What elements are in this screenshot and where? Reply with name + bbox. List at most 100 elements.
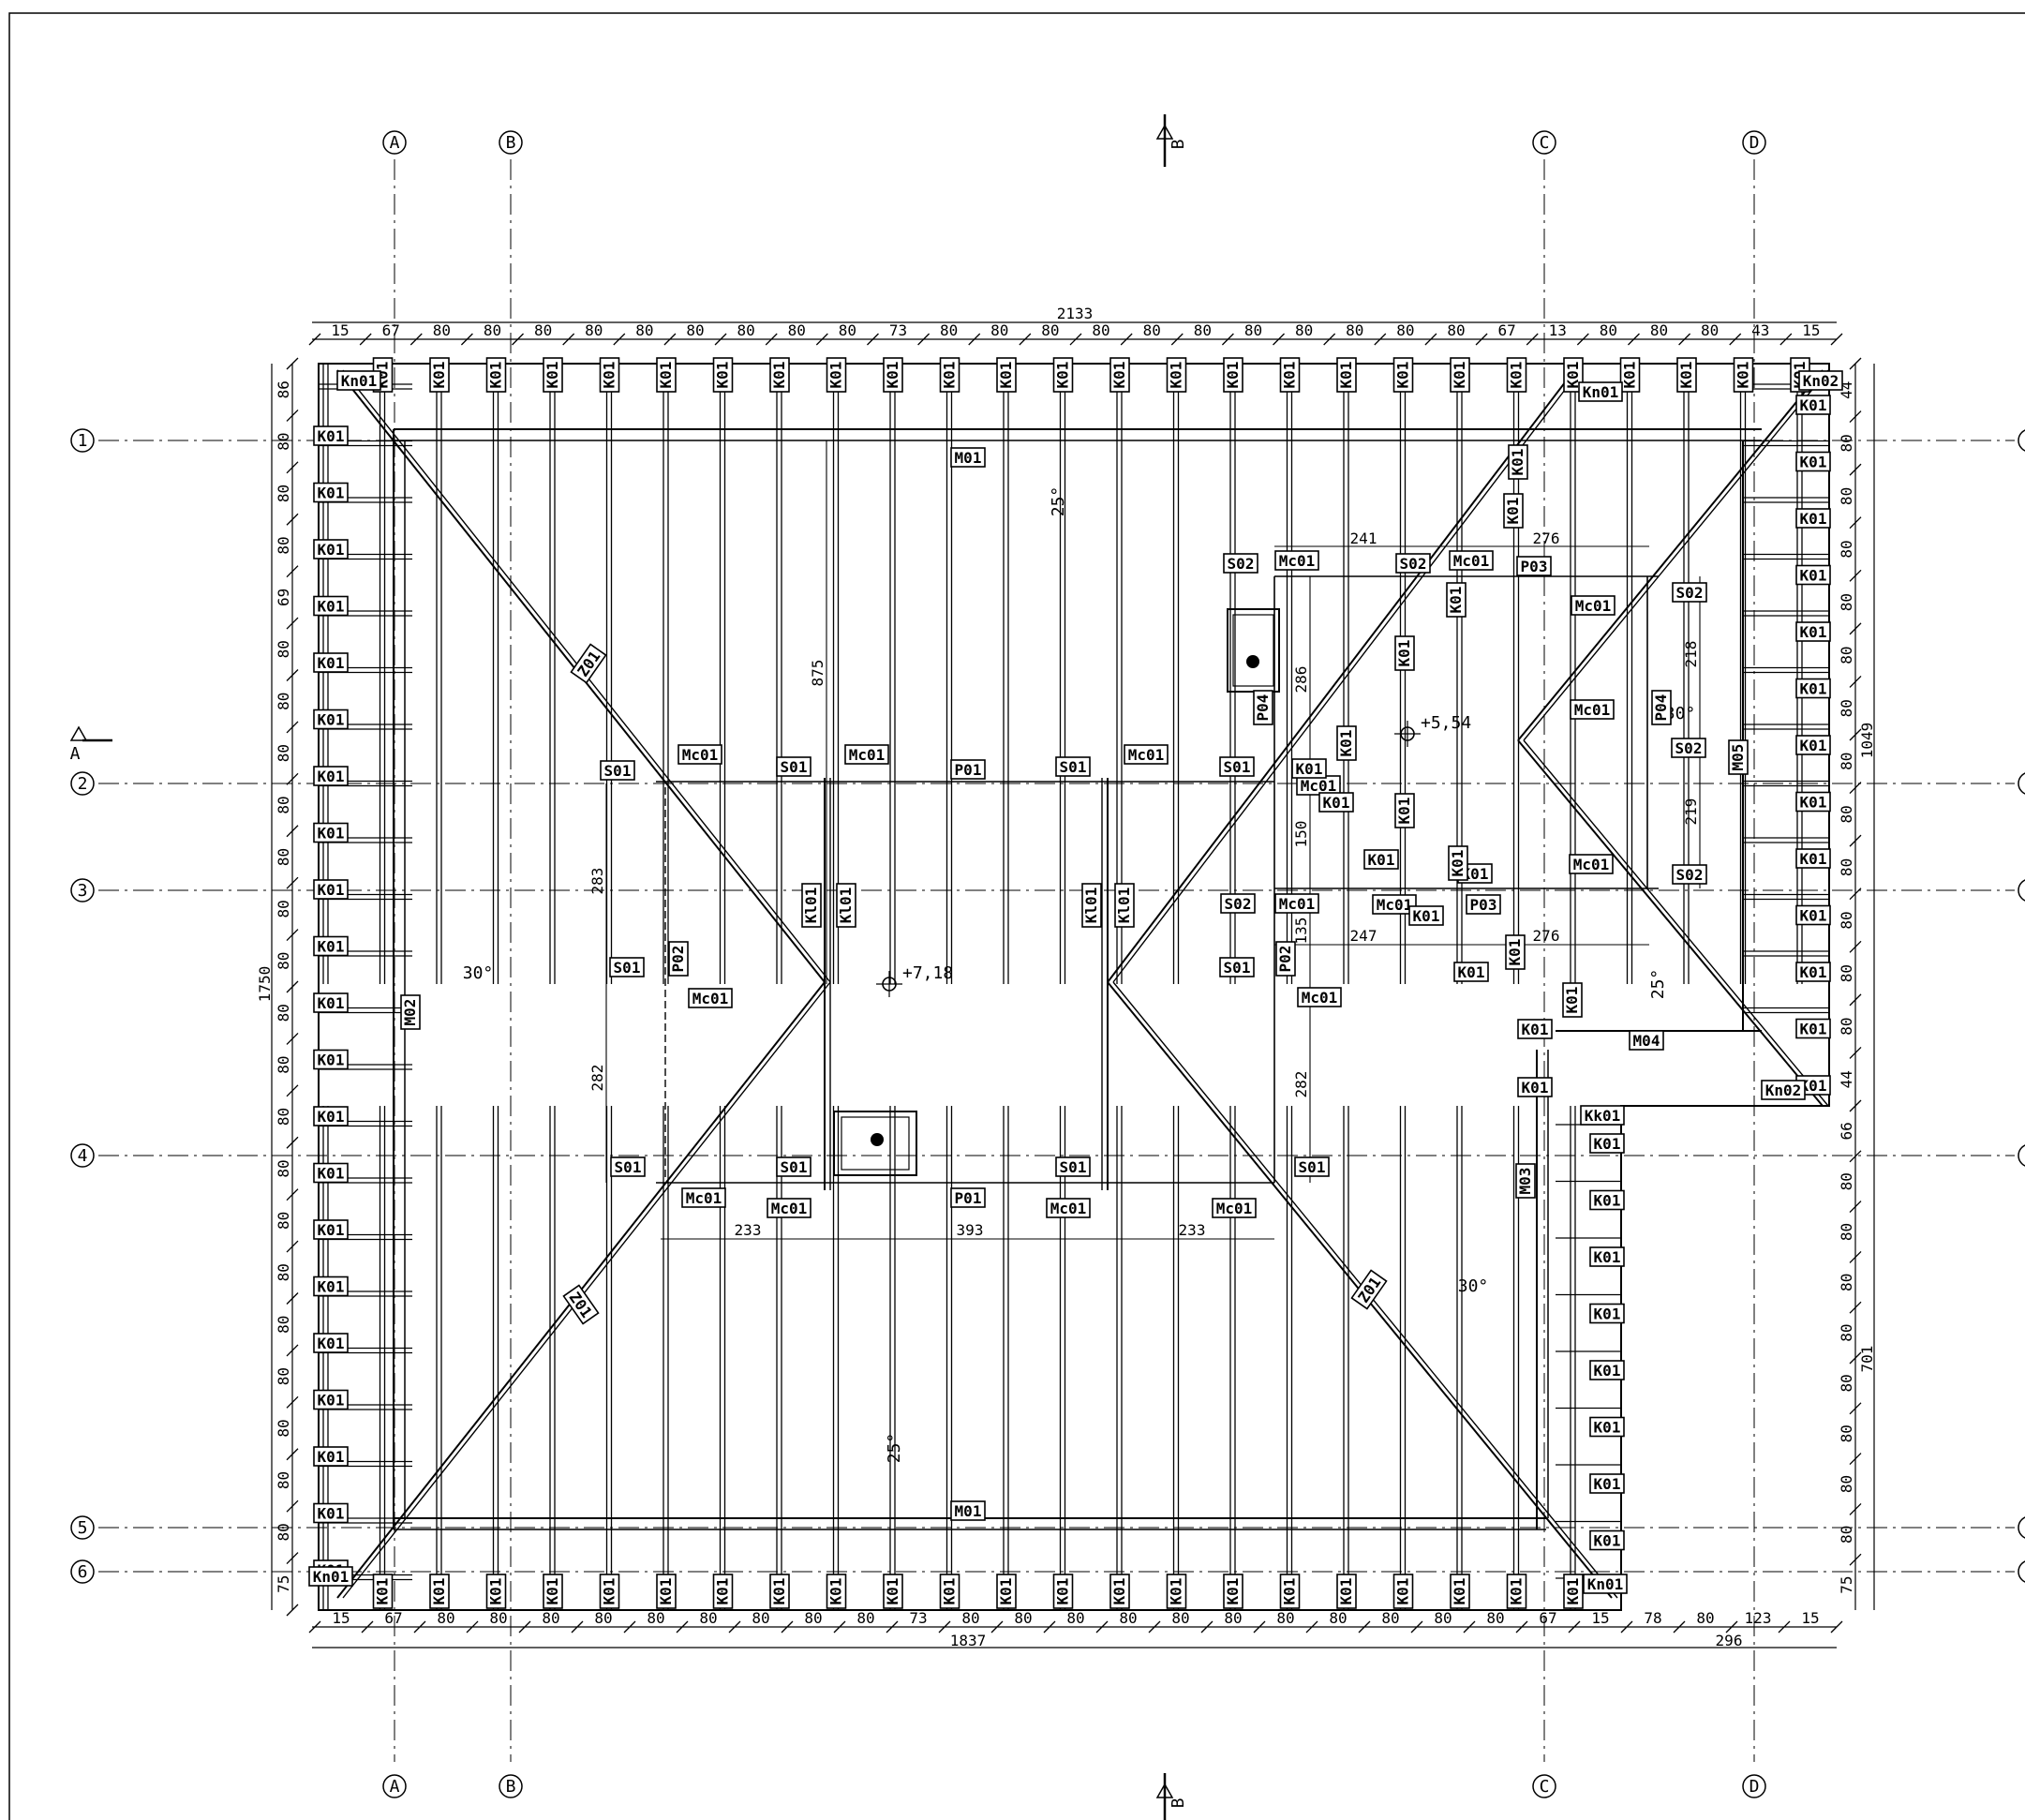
label-kl01: Kl01: [801, 883, 822, 928]
dimension-top-chain: 80: [1650, 321, 1668, 339]
label-text: K01: [1563, 987, 1581, 1014]
hip-z01: [1517, 369, 1824, 741]
dimension-top-chain: 80: [1396, 321, 1414, 339]
label-k01-right: K01: [1795, 621, 1831, 642]
dimension-top-chain: 80: [1701, 321, 1719, 339]
label-m01: M01: [950, 1500, 986, 1521]
dimension-left-chain: 80: [275, 1055, 292, 1073]
label-text: K01: [543, 1578, 561, 1605]
label-box: [313, 595, 349, 617]
label-box: [336, 370, 381, 391]
dimension-tick: [1849, 1502, 1862, 1515]
dimension-tick: [1221, 333, 1234, 346]
label-k01-right: K01: [1795, 962, 1831, 982]
label-box: [1569, 854, 1614, 874]
label-mc01: Mc01: [1274, 893, 1319, 914]
label-text: Kl01: [837, 888, 855, 924]
section-mark-a: A: [70, 744, 81, 764]
label-k01-left: K01: [313, 1502, 349, 1524]
label-text: M01: [955, 449, 982, 467]
label-text: K01: [1224, 1578, 1242, 1605]
dimension-tick: [1849, 1351, 1862, 1365]
label-p01: P01: [950, 1187, 986, 1208]
label-box: [1728, 739, 1749, 775]
label-text: Mc01: [771, 1200, 808, 1217]
label-text: K01: [1451, 362, 1468, 389]
dimension-top-chain: 80: [737, 321, 755, 339]
axis-label-d: D: [1750, 133, 1760, 153]
dimension-bottom-chain: 80: [1066, 1609, 1084, 1627]
dimension-left-chain: 80: [275, 848, 292, 866]
label-k01-lower-right: K01: [1589, 1416, 1625, 1438]
dimension-bottom-chain: 15: [1591, 1609, 1609, 1627]
label-text: K01: [1594, 1532, 1621, 1550]
label-box: [1589, 1303, 1625, 1324]
label-k01-bottom: K01: [485, 1574, 507, 1609]
label-text: Kk01: [1585, 1107, 1621, 1125]
dimension-right-chain-upper: 80: [1838, 858, 1855, 876]
label-box: [1372, 894, 1417, 915]
label-box: [599, 357, 620, 393]
label-box: [1651, 690, 1672, 725]
dimension-tick: [1849, 1301, 1862, 1314]
label-k01-right: K01: [1795, 508, 1831, 529]
label-box: [939, 357, 960, 393]
dimension-tick: [413, 1620, 426, 1634]
label-k01-left: K01: [313, 1446, 349, 1467]
label-k01-top: K01: [939, 357, 960, 393]
dimension-tick: [1463, 1620, 1476, 1634]
dimension-left-chain: 80: [275, 1212, 292, 1230]
dimension-right-chain-upper: 80: [1838, 1018, 1855, 1036]
label-text: K01: [1594, 1362, 1621, 1380]
label-z01: Z01: [570, 643, 607, 684]
label-box: [1291, 758, 1327, 779]
dimension-tick: [1849, 993, 1862, 1007]
label-z01: Z01: [562, 1284, 600, 1325]
label-text: K01: [1323, 794, 1350, 812]
label-box: [313, 425, 349, 446]
label-box: [1503, 493, 1524, 529]
label-k01-bottom: K01: [883, 1574, 903, 1609]
label-box: [543, 1574, 563, 1609]
dimension-tick: [1678, 333, 1691, 346]
sheet-border: [8, 12, 2025, 1820]
label-box: [996, 357, 1017, 393]
label-box: [1408, 905, 1444, 926]
label-box: [950, 759, 986, 780]
label-k01-inner-vertical: K01: [1505, 934, 1526, 970]
dimension-top-chain: 73: [889, 321, 907, 339]
dimension-tick: [1849, 782, 1862, 795]
label-box: [1114, 883, 1135, 928]
dimension-left-chain: 80: [275, 1159, 292, 1177]
label-k01-left: K01: [313, 1106, 349, 1126]
axis-bubble-3: [70, 878, 95, 903]
label-text: K01: [318, 1335, 345, 1352]
label-box: [1466, 894, 1501, 915]
label-text: K01: [1800, 1021, 1827, 1038]
dimension-tick: [1069, 333, 1082, 346]
dimension-inner-282-left: 282: [588, 1065, 606, 1092]
label-box: [313, 1446, 349, 1467]
label-box: [1052, 357, 1074, 393]
dimension-tick: [613, 333, 626, 346]
hip-z01: [1517, 739, 1824, 1107]
label-text: Mc01: [692, 990, 729, 1007]
axis-label-4: 4: [78, 1146, 88, 1166]
dimension-right-chain-upper: 80: [1838, 805, 1855, 823]
label-box: [1336, 1574, 1357, 1609]
dimension-left-chain: 80: [275, 432, 292, 450]
dimension-top-chain: 80: [635, 321, 653, 339]
dimension-top-chain: 80: [686, 321, 704, 339]
dimension-bottom-chain: 80: [1329, 1609, 1347, 1627]
label-m01: M01: [950, 447, 986, 468]
label-box: [599, 1574, 620, 1609]
label-k01-inner: K01: [1517, 1019, 1553, 1039]
label-box: [1506, 1574, 1527, 1609]
dimension-tick: [1253, 1620, 1266, 1634]
dimension-right-chain-lower: 75: [1838, 1575, 1855, 1593]
axis-bubble-right-6: [2018, 1560, 2025, 1583]
label-text: S01: [1060, 758, 1087, 776]
label-s01: S01: [1219, 957, 1255, 977]
label-text: K01: [770, 362, 788, 389]
